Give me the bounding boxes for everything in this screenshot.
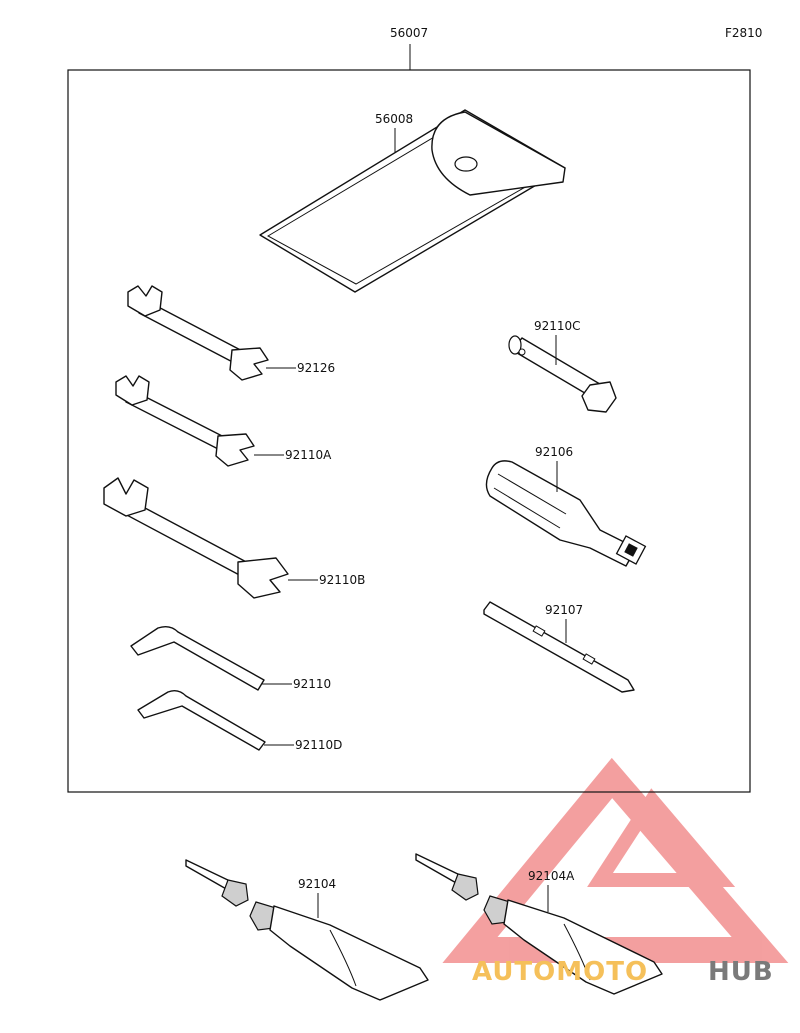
kit-part-number: 56007 — [390, 26, 428, 40]
kit-frame — [67, 69, 751, 793]
part-number-92107: 92107 — [545, 603, 583, 617]
open-end-wrench-icon — [127, 285, 269, 381]
part-number-92110: 92110 — [293, 677, 331, 691]
part-number-92110D: 92110D — [295, 738, 342, 752]
diagram-code: F2810 — [725, 26, 762, 40]
plug-wrench-icon — [508, 335, 617, 413]
part-number-92110B: 92110B — [319, 573, 365, 587]
hex-key-icon — [137, 689, 266, 751]
grease-tube-icon — [185, 859, 429, 1001]
hex-key-icon — [130, 625, 265, 691]
screwdriver-handle-icon — [485, 460, 647, 567]
watermark-text-part2: HUB — [708, 957, 774, 987]
part-number-92126: 92126 — [297, 361, 335, 375]
open-end-wrench-icon — [103, 477, 289, 599]
part-number-bag: 56008 — [375, 112, 413, 126]
watermark-text: AUTOMOTO HUB — [472, 957, 774, 987]
watermark-text-part1: AUTOMOTO — [472, 957, 648, 987]
part-number-92104A: 92104A — [528, 869, 575, 883]
screwdriver-bit-icon — [483, 601, 635, 693]
tool-bag-icon — [259, 109, 566, 293]
part-number-92110A: 92110A — [285, 448, 332, 462]
open-end-wrench-icon — [115, 375, 255, 467]
part-number-92110C: 92110C — [534, 319, 581, 333]
part-number-92106: 92106 — [535, 445, 573, 459]
grease-tube-icon — [415, 853, 663, 995]
part-number-92104: 92104 — [298, 877, 336, 891]
